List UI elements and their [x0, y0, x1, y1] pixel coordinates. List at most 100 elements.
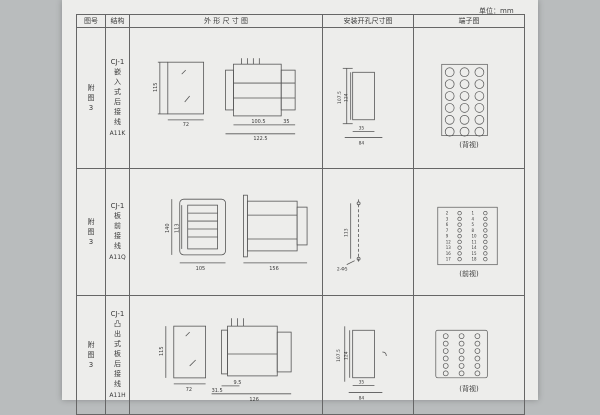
terminal-pin [483, 251, 488, 256]
terminal-pin [474, 126, 485, 137]
terminal-pin [457, 216, 462, 222]
terminal-pin [474, 340, 481, 347]
terminal-number: 2 [446, 211, 449, 216]
terminal-pin [458, 333, 465, 339]
mount-h1: 113 [344, 228, 350, 237]
outline-drawing: 115 72 9.5 31.5 126 [129, 295, 323, 415]
dim-height: 115 [153, 83, 159, 92]
terminal-pin [444, 114, 455, 125]
terminal-pin [474, 348, 481, 354]
terminal-pin [442, 355, 449, 362]
model-code: A11K [109, 130, 126, 137]
header-terminal: 端子图 [413, 14, 525, 28]
terminal-pin [442, 370, 449, 377]
mount-h1: 107.5 [337, 91, 343, 104]
mounting-drawing: 107.5 124 35 84 [322, 27, 414, 169]
terminal-number: 6 [446, 222, 449, 227]
terminal-pin [444, 67, 455, 78]
dim-width: 105 [196, 266, 205, 272]
terminal-number: 14 [471, 245, 477, 250]
dim-width: 72 [183, 122, 189, 128]
terminal-pin [483, 245, 488, 250]
terminal-pin [457, 211, 462, 216]
terminal-number: 4 [471, 216, 474, 221]
terminal-pin [474, 363, 481, 369]
mount-h1: 107.5 [336, 349, 342, 362]
model-code: A11Q [109, 254, 126, 261]
outline-drawing: 140 113 105 156 [129, 168, 323, 296]
terminal-view-label: (背视) [459, 141, 479, 149]
terminal-pin [444, 79, 455, 89]
terminal-number: 9 [446, 234, 449, 239]
header-row: 图号 结构 外 形 尺 寸 图 安装开孔尺寸图 端子图 [76, 14, 525, 28]
terminal-pin [444, 91, 455, 101]
terminal-pin [442, 333, 449, 339]
terminal-pin [442, 363, 449, 369]
mount-w2: 84 [359, 140, 365, 146]
mount-w1: 35 [359, 380, 365, 386]
mount-h2: 124 [344, 351, 350, 360]
header-figure-no: 图号 [76, 14, 106, 28]
terminal-pin [457, 222, 462, 227]
outline-drawing: 115 72 100.5 35 122.5 [129, 27, 323, 169]
terminal-view-label: (前视) [459, 270, 479, 278]
mounting-drawing: 107.5 124 35 84 [322, 295, 414, 415]
dim-height: 140 [165, 224, 171, 233]
terminal-pin [458, 363, 465, 369]
terminal-pin [444, 126, 455, 137]
terminal-number: 11 [471, 239, 477, 244]
terminal-view-label: (背视) [459, 385, 479, 393]
dim-height: 115 [159, 347, 165, 356]
terminal-number: 1 [471, 211, 474, 216]
mount-w1: 35 [359, 126, 365, 132]
terminal-pin [459, 126, 470, 137]
terminal-pin [442, 348, 449, 354]
terminal-number: 5 [471, 222, 474, 227]
terminal-pin [474, 355, 481, 362]
terminal-pin [457, 245, 462, 250]
terminal-pin [458, 355, 465, 362]
terminal-pin [444, 103, 455, 113]
dim-depth: 156 [269, 266, 278, 272]
terminal-pin [483, 222, 488, 227]
mount-hole: 2-Φ5 [337, 267, 348, 273]
terminal-pin [458, 340, 465, 347]
dim-offset: 9.5 [233, 380, 241, 386]
terminal-pin [483, 228, 488, 233]
terminal-pin [457, 257, 462, 262]
terminal-pin [459, 67, 470, 78]
terminal-number: 12 [446, 239, 452, 244]
header-structure: 结构 [105, 14, 130, 28]
terminal-number: 8 [471, 228, 474, 233]
dim-depth1: 31.5 [212, 388, 223, 394]
terminal-pin [474, 333, 481, 339]
mounting-drawing: 113 2-Φ5 [322, 168, 414, 296]
terminal-pin [457, 234, 462, 239]
dim-depth2: 35 [283, 119, 289, 125]
terminal-pin [457, 239, 462, 245]
terminal-number: 13 [446, 245, 452, 250]
terminal-drawing: (背视) [413, 27, 525, 169]
dim-depth1: 100.5 [251, 119, 265, 125]
terminal-number: 17 [446, 257, 452, 262]
terminal-drawing: (背视) [413, 295, 525, 415]
terminal-pin [459, 91, 470, 101]
terminal-pin [458, 348, 465, 354]
dim-total: 122.5 [253, 136, 267, 142]
dim-inner: 113 [175, 224, 181, 233]
terminal-number: 15 [471, 251, 477, 256]
mount-w2: 84 [359, 396, 365, 402]
terminal-pin [474, 103, 485, 113]
terminal-number: 10 [471, 234, 477, 239]
terminal-pin [483, 211, 488, 216]
terminal-pin [483, 234, 488, 239]
terminal-pin [442, 340, 449, 347]
